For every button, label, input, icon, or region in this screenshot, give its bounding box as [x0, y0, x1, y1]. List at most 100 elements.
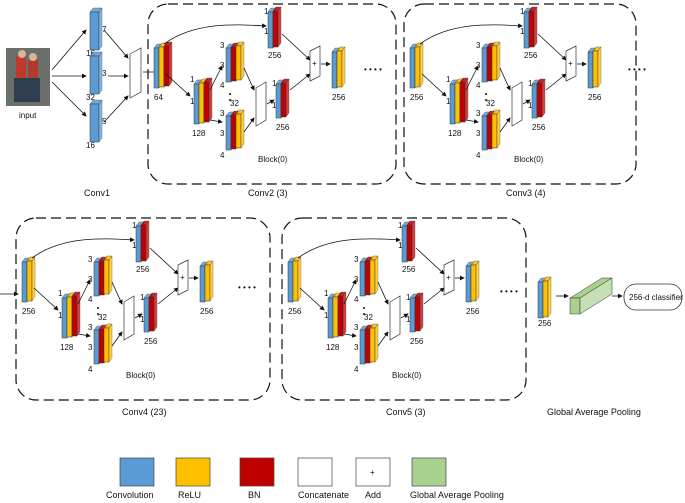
- stage-2-shortcut-arrow: [31, 237, 135, 259]
- stage-2-frame: [15, 217, 271, 401]
- stage-3-expand-conv-layer-1: [414, 292, 424, 332]
- stage-3-add-symbol: +: [446, 273, 451, 282]
- stage-3-shortcut-k: 1: [398, 221, 403, 230]
- stage-2-group-arrow-b: [77, 332, 91, 338]
- stage-3-input-layer-1: [292, 256, 302, 302]
- stage-2-out-channels: 256: [200, 307, 214, 316]
- stage-1-concatenate: [511, 81, 523, 127]
- stage-2-expand-conv-layer-1: [148, 292, 158, 332]
- stage-2-group-bottom-layer-0-face: [93, 329, 100, 365]
- stage-0-g2-k2: 3: [220, 129, 225, 138]
- stage-2-shortcut-conv-layer-0-face: [135, 225, 142, 263]
- stage-3-output-layer-1-face: [470, 264, 477, 302]
- stage-3-expand-ch: 256: [410, 337, 424, 346]
- stage-2-group-top-layer-2: [103, 255, 113, 295]
- stage-2-in-channels: 256: [22, 307, 36, 316]
- stage-2-group-bottom-layer-1-face: [98, 328, 105, 364]
- stage-3-add-arrow-b: [423, 287, 445, 305]
- stage-0-block-label: Block(0): [258, 155, 288, 164]
- stage-3-expand-conv-layer-0-face: [409, 297, 416, 333]
- stage-3-add: +: [443, 259, 455, 296]
- stage-2-shortcut-conv-layer-1-side: [145, 220, 150, 262]
- stage-3-reduce-k: 1: [324, 289, 329, 298]
- stage-1-shortcut-conv-layer-1-face: [528, 10, 535, 48]
- stage-1-group-top-layer-2: [491, 41, 501, 81]
- stage-0-add-arrow-a: [281, 33, 311, 61]
- stage-1-input-layer-0-face: [409, 47, 416, 89]
- stage-0-group-bottom-layer-2: [235, 109, 245, 149]
- stage-0-cat-arrow-a: [243, 67, 255, 91]
- stage-1-reduce-k: 1: [446, 75, 451, 84]
- stage-2-group-top-layer-2-face: [103, 259, 110, 295]
- stage-1-reduce-conv-layer-2: [459, 77, 469, 123]
- stage-3-shortcut-conv-layer-1-face: [406, 224, 413, 262]
- stage-3-expand-arrow: [400, 313, 409, 319]
- stage-1-shortcut-conv-layer-0-face: [523, 11, 530, 49]
- stage-0-mid-channels: 128: [192, 129, 206, 138]
- stage-2-reduce-conv-layer-2-face: [71, 295, 78, 337]
- stage-3-expand-conv-layer-1-side: [419, 292, 424, 332]
- legend-label-4: Add: [365, 490, 381, 500]
- stage-3-output-layer-1: [470, 260, 480, 302]
- stage-2-block-label: Block(0): [126, 371, 156, 380]
- stage-1-cat-arrow-a: [499, 67, 511, 91]
- conv1-channels-2: 16: [86, 141, 95, 150]
- stage-3-g2-k: 3: [354, 323, 359, 332]
- stage-1-group-top-layer-2-face: [491, 45, 498, 81]
- stage-0-reduce-conv-layer-1-face: [198, 82, 205, 124]
- stage-2-expand-k: 1: [140, 293, 145, 302]
- stage-2-add: +: [177, 259, 189, 296]
- stage-3-g1-k: 3: [354, 255, 359, 264]
- stage-0-group-bottom-layer-1-face: [230, 114, 237, 150]
- stage-2-mid-channels: 128: [60, 343, 74, 352]
- stage-2-add-shape: [177, 259, 189, 296]
- stage-2-g2-k: 3: [88, 323, 93, 332]
- stage-3-shortcut-ch: 256: [402, 265, 416, 274]
- stage-2-group-bottom-layer-2-side: [108, 323, 113, 363]
- conv1-branch-2-side: [98, 99, 103, 143]
- stage-1-input-layer-1-side: [419, 42, 424, 88]
- stage-1-mid-channels: 128: [448, 129, 462, 138]
- legend-add-symbol: +: [370, 468, 375, 477]
- stage-1-cat-arrow-b: [499, 117, 511, 133]
- stage-2-reduce-conv-layer-2-side: [76, 291, 81, 337]
- stage-3-group-top-layer-0-face: [359, 261, 366, 297]
- stage-0-add: +: [309, 45, 321, 82]
- stage-0-in-channels: 64: [154, 93, 163, 102]
- stage-2-reduce-conv-layer-2: [71, 291, 81, 337]
- stage-3-group-bottom-layer-2-side: [374, 323, 379, 363]
- stage-2-group-bottom-layer-2-face: [103, 327, 110, 363]
- stage-3-g2-ch: 4: [354, 365, 359, 374]
- stage-0-group-top-layer-2: [235, 41, 245, 81]
- legend-label-1: ReLU: [178, 490, 201, 500]
- stage-3-expand-conv-layer-1-face: [414, 296, 421, 332]
- stage-0-group-arrow-a: [209, 65, 223, 91]
- stage-3-input-layer-1-side: [297, 256, 302, 302]
- stage-2-expand-conv-layer-0-face: [143, 297, 150, 333]
- stage-0-shortcut-k: 1: [264, 7, 269, 16]
- stage-2-add-arrow-a: [149, 247, 179, 275]
- stage-1-dot-b: [485, 99, 487, 101]
- stage-0-reduce-arrow: [165, 73, 191, 97]
- stage-1-add-symbol: +: [568, 59, 573, 68]
- stage-2-reduce-k: 1: [58, 289, 63, 298]
- stage-2-shortcut-k2: 1: [132, 241, 137, 250]
- stage-3-dot-a: [363, 307, 365, 309]
- conv1-channels-1: 32: [86, 93, 95, 102]
- final-output-layer-1-side: [547, 276, 552, 318]
- stage-1-expand-ch: 256: [532, 123, 546, 132]
- stage-3-reduce-k2: 1: [324, 311, 329, 320]
- stage-3-frame: [281, 217, 527, 401]
- final-channels: 256: [538, 319, 552, 328]
- stage-1-group-top-layer-2-side: [496, 41, 501, 81]
- stage-3-reduce-conv-layer-2-face: [337, 295, 344, 337]
- stage-1-expand-conv-layer-1: [536, 78, 546, 118]
- stage-2-shortcut-conv-layer-1: [140, 220, 150, 262]
- stage-1-g2-k2: 3: [476, 129, 481, 138]
- stage-0-reduce-conv-layer-2-face: [203, 81, 210, 123]
- stage-0-reduce-conv-layer-0-face: [193, 83, 200, 125]
- stage-2-g1-ch: 4: [88, 295, 93, 304]
- stage-0-g1-ch: 4: [220, 81, 225, 90]
- stage-1-group-bottom-layer-2-side: [496, 109, 501, 149]
